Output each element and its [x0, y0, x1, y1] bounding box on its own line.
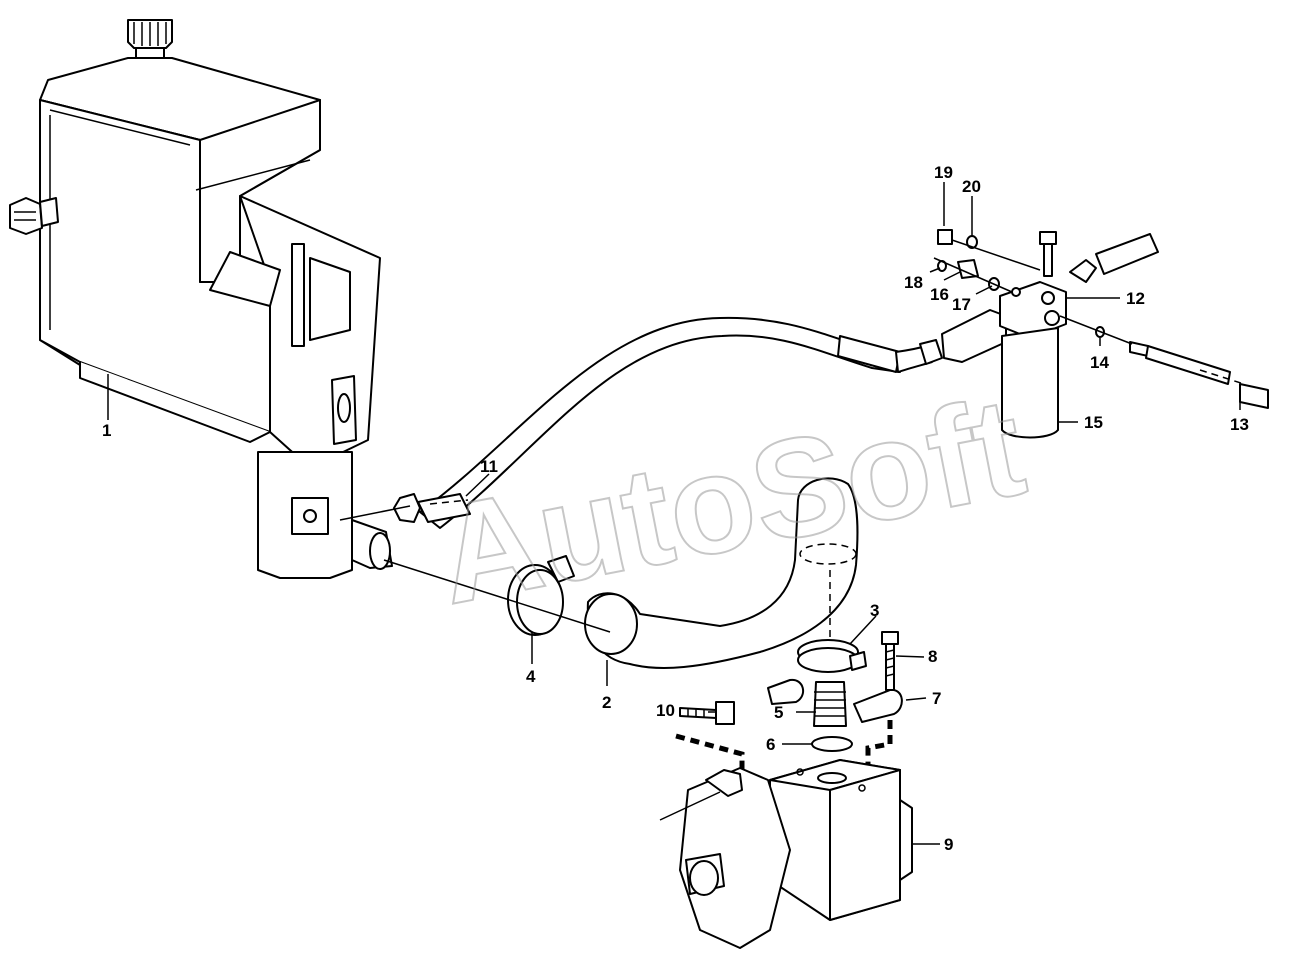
o-ring: [811, 736, 853, 752]
hydraulic-tank: [9, 19, 393, 579]
callout-9: 9: [944, 835, 953, 854]
callout-1: 1: [102, 421, 111, 440]
callout-8: 8: [928, 647, 937, 666]
callout-13: 13: [1230, 415, 1249, 434]
callout-4: 4: [526, 667, 536, 686]
hose-clamp: [507, 555, 575, 636]
callout-2: 2: [602, 693, 611, 712]
callout-16: 16: [930, 285, 949, 304]
mounting-bolt: [679, 701, 735, 725]
callout-17: 17: [952, 295, 971, 314]
callout-11: 11: [480, 457, 498, 476]
callout-labels: 1 2 3 4 5 6 7 8 9 10 11 12 13 14 15 16 1…: [102, 163, 1249, 854]
callout-5: 5: [774, 703, 783, 722]
callout-15: 15: [1084, 413, 1103, 432]
callout-19: 19: [934, 163, 953, 182]
hydraulic-pump: [679, 759, 913, 949]
callout-20: 20: [962, 177, 981, 196]
callout-6: 6: [766, 735, 775, 754]
leader-lines: [107, 182, 1241, 845]
return-hose: [419, 316, 933, 529]
callout-7: 7: [932, 689, 941, 708]
callout-18: 18: [904, 273, 923, 292]
flange-screw: [881, 631, 899, 691]
clamp-ring: [797, 639, 867, 673]
split-flange: [767, 678, 903, 723]
filter-assembly: [919, 229, 1269, 439]
callout-12: 12: [1126, 289, 1145, 308]
callout-3: 3: [870, 601, 879, 620]
watermark-text: AutoSoft: [425, 367, 1035, 634]
callout-14: 14: [1090, 353, 1109, 372]
callout-10: 10: [656, 701, 675, 720]
connector: [813, 681, 847, 727]
hose-fitting: [393, 493, 471, 523]
